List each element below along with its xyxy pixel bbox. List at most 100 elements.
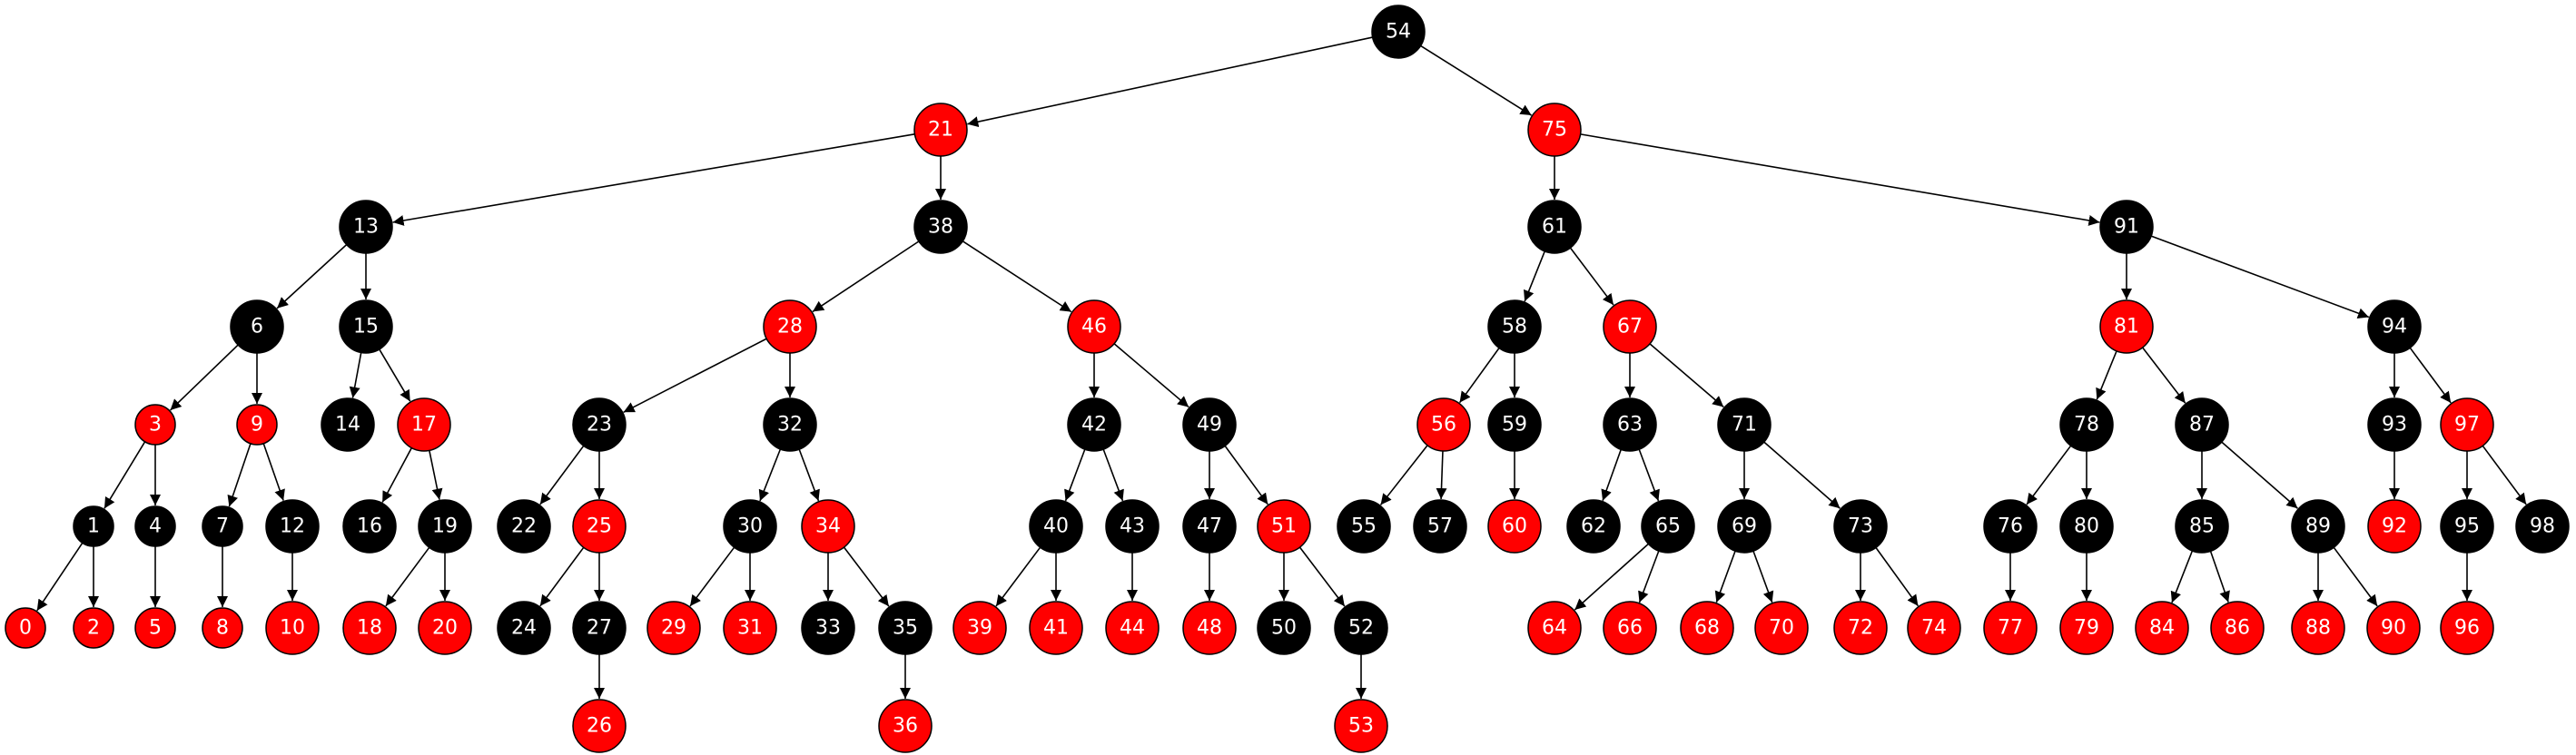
node-label: 65 [1655,515,1681,538]
node-label: 77 [1998,617,2023,640]
node-label: 31 [737,617,763,640]
tree-node-80: 80 [2059,499,2114,554]
tree-node-7: 7 [202,505,243,547]
tree-node-31: 31 [723,601,777,655]
edge-13-to-6 [276,244,348,309]
node-label: 38 [928,216,953,239]
node-circle-red [646,601,701,655]
node-label: 58 [1502,316,1527,338]
node-circle-black [1067,397,1121,452]
node-circle-red [1527,103,1582,157]
node-label: 42 [1081,414,1107,436]
node-label: 92 [2382,515,2407,538]
node-circle-red [134,404,176,446]
edge-69-to-68 [1714,550,1736,603]
edge-34-to-35 [843,546,890,607]
edge-40-to-39 [995,546,1041,607]
tree-node-2: 2 [73,607,114,649]
tree-node-64: 64 [1527,601,1582,655]
node-label: 59 [1502,414,1527,436]
node-circle-red [2291,601,2345,655]
node-circle-red [1603,601,1657,655]
node-label: 33 [815,617,841,640]
node-circle-red [342,601,397,655]
node-label: 95 [2454,515,2480,538]
tree-node-75: 75 [1527,103,1582,157]
edge-42-to-40 [1064,448,1086,502]
node-circle-black [801,601,855,655]
edge-23-to-22 [539,445,585,505]
tree-node-16: 16 [342,499,397,554]
node-circle-red [134,607,176,649]
tree-node-77: 77 [1983,601,2038,655]
node-label: 53 [1348,715,1374,738]
node-label: 28 [777,316,803,338]
edge-46-to-49 [1113,343,1189,408]
tree-node-66: 66 [1603,601,1657,655]
node-label: 64 [1542,617,1567,640]
node-label: 7 [216,515,229,538]
node-circle-black [2440,499,2494,554]
node-label: 35 [893,617,918,640]
node-label: 4 [149,515,162,538]
node-circle-red [952,601,1007,655]
tree-node-85: 85 [2175,499,2229,554]
node-circle-red [1603,299,1657,354]
node-circle-black [1371,5,1426,59]
node-circle-black [763,397,817,452]
node-circle-red [2367,499,2422,554]
tree-node-97: 97 [2440,397,2494,452]
tree-node-21: 21 [913,103,968,157]
tree-node-4: 4 [134,505,176,547]
edge-75-to-91 [1580,133,2100,226]
node-circle-black [1413,499,1467,554]
tree-node-18: 18 [342,601,397,655]
node-label: 52 [1348,617,1374,640]
tree-node-26: 26 [572,699,627,753]
node-label: 54 [1386,21,1411,44]
tree-node-3: 3 [134,404,176,446]
edge-78-to-76 [2026,445,2072,505]
node-circle-red [202,607,243,649]
edge-28-to-23 [623,338,767,413]
edge-65-to-66 [1638,550,1660,603]
node-circle-black [1257,601,1311,655]
node-circle-red [1907,601,1961,655]
tree-node-12: 12 [265,499,320,554]
tree-node-23: 23 [572,397,627,452]
node-label: 62 [1581,515,1606,538]
node-label: 40 [1043,515,1069,538]
node-label: 94 [2382,316,2407,338]
node-label: 22 [511,515,537,538]
node-circle-red [1416,397,1471,452]
node-label: 13 [353,216,379,239]
tree-node-41: 41 [1029,601,1083,655]
node-circle-red [572,699,627,753]
edge-89-to-90 [2333,546,2378,607]
edge-9-to-7 [227,443,252,507]
node-label: 47 [1197,515,1222,538]
node-label: 78 [2074,414,2099,436]
tree-node-30: 30 [723,499,777,554]
node-label: 25 [587,515,612,538]
node-circle-red [2210,601,2265,655]
tree-node-63: 63 [1603,397,1657,452]
node-label: 17 [411,414,437,436]
edge-54-to-75 [1420,44,1533,116]
node-label: 71 [1732,414,1757,436]
tree-node-56: 56 [1416,397,1471,452]
node-label: 72 [1848,617,1873,640]
node-label: 5 [149,617,162,640]
node-label: 93 [2382,414,2407,436]
node-label: 80 [2074,515,2099,538]
tree-node-32: 32 [763,397,817,452]
edge-1-to-0 [36,542,84,612]
node-label: 81 [2114,316,2139,338]
node-circle-black [1182,499,1237,554]
edge-71-to-73 [1763,441,1841,509]
tree-node-95: 95 [2440,499,2494,554]
node-circle-black [1334,601,1388,655]
tree-node-92: 92 [2367,499,2422,554]
tree-node-71: 71 [1717,397,1772,452]
node-circle-black [2175,499,2229,554]
